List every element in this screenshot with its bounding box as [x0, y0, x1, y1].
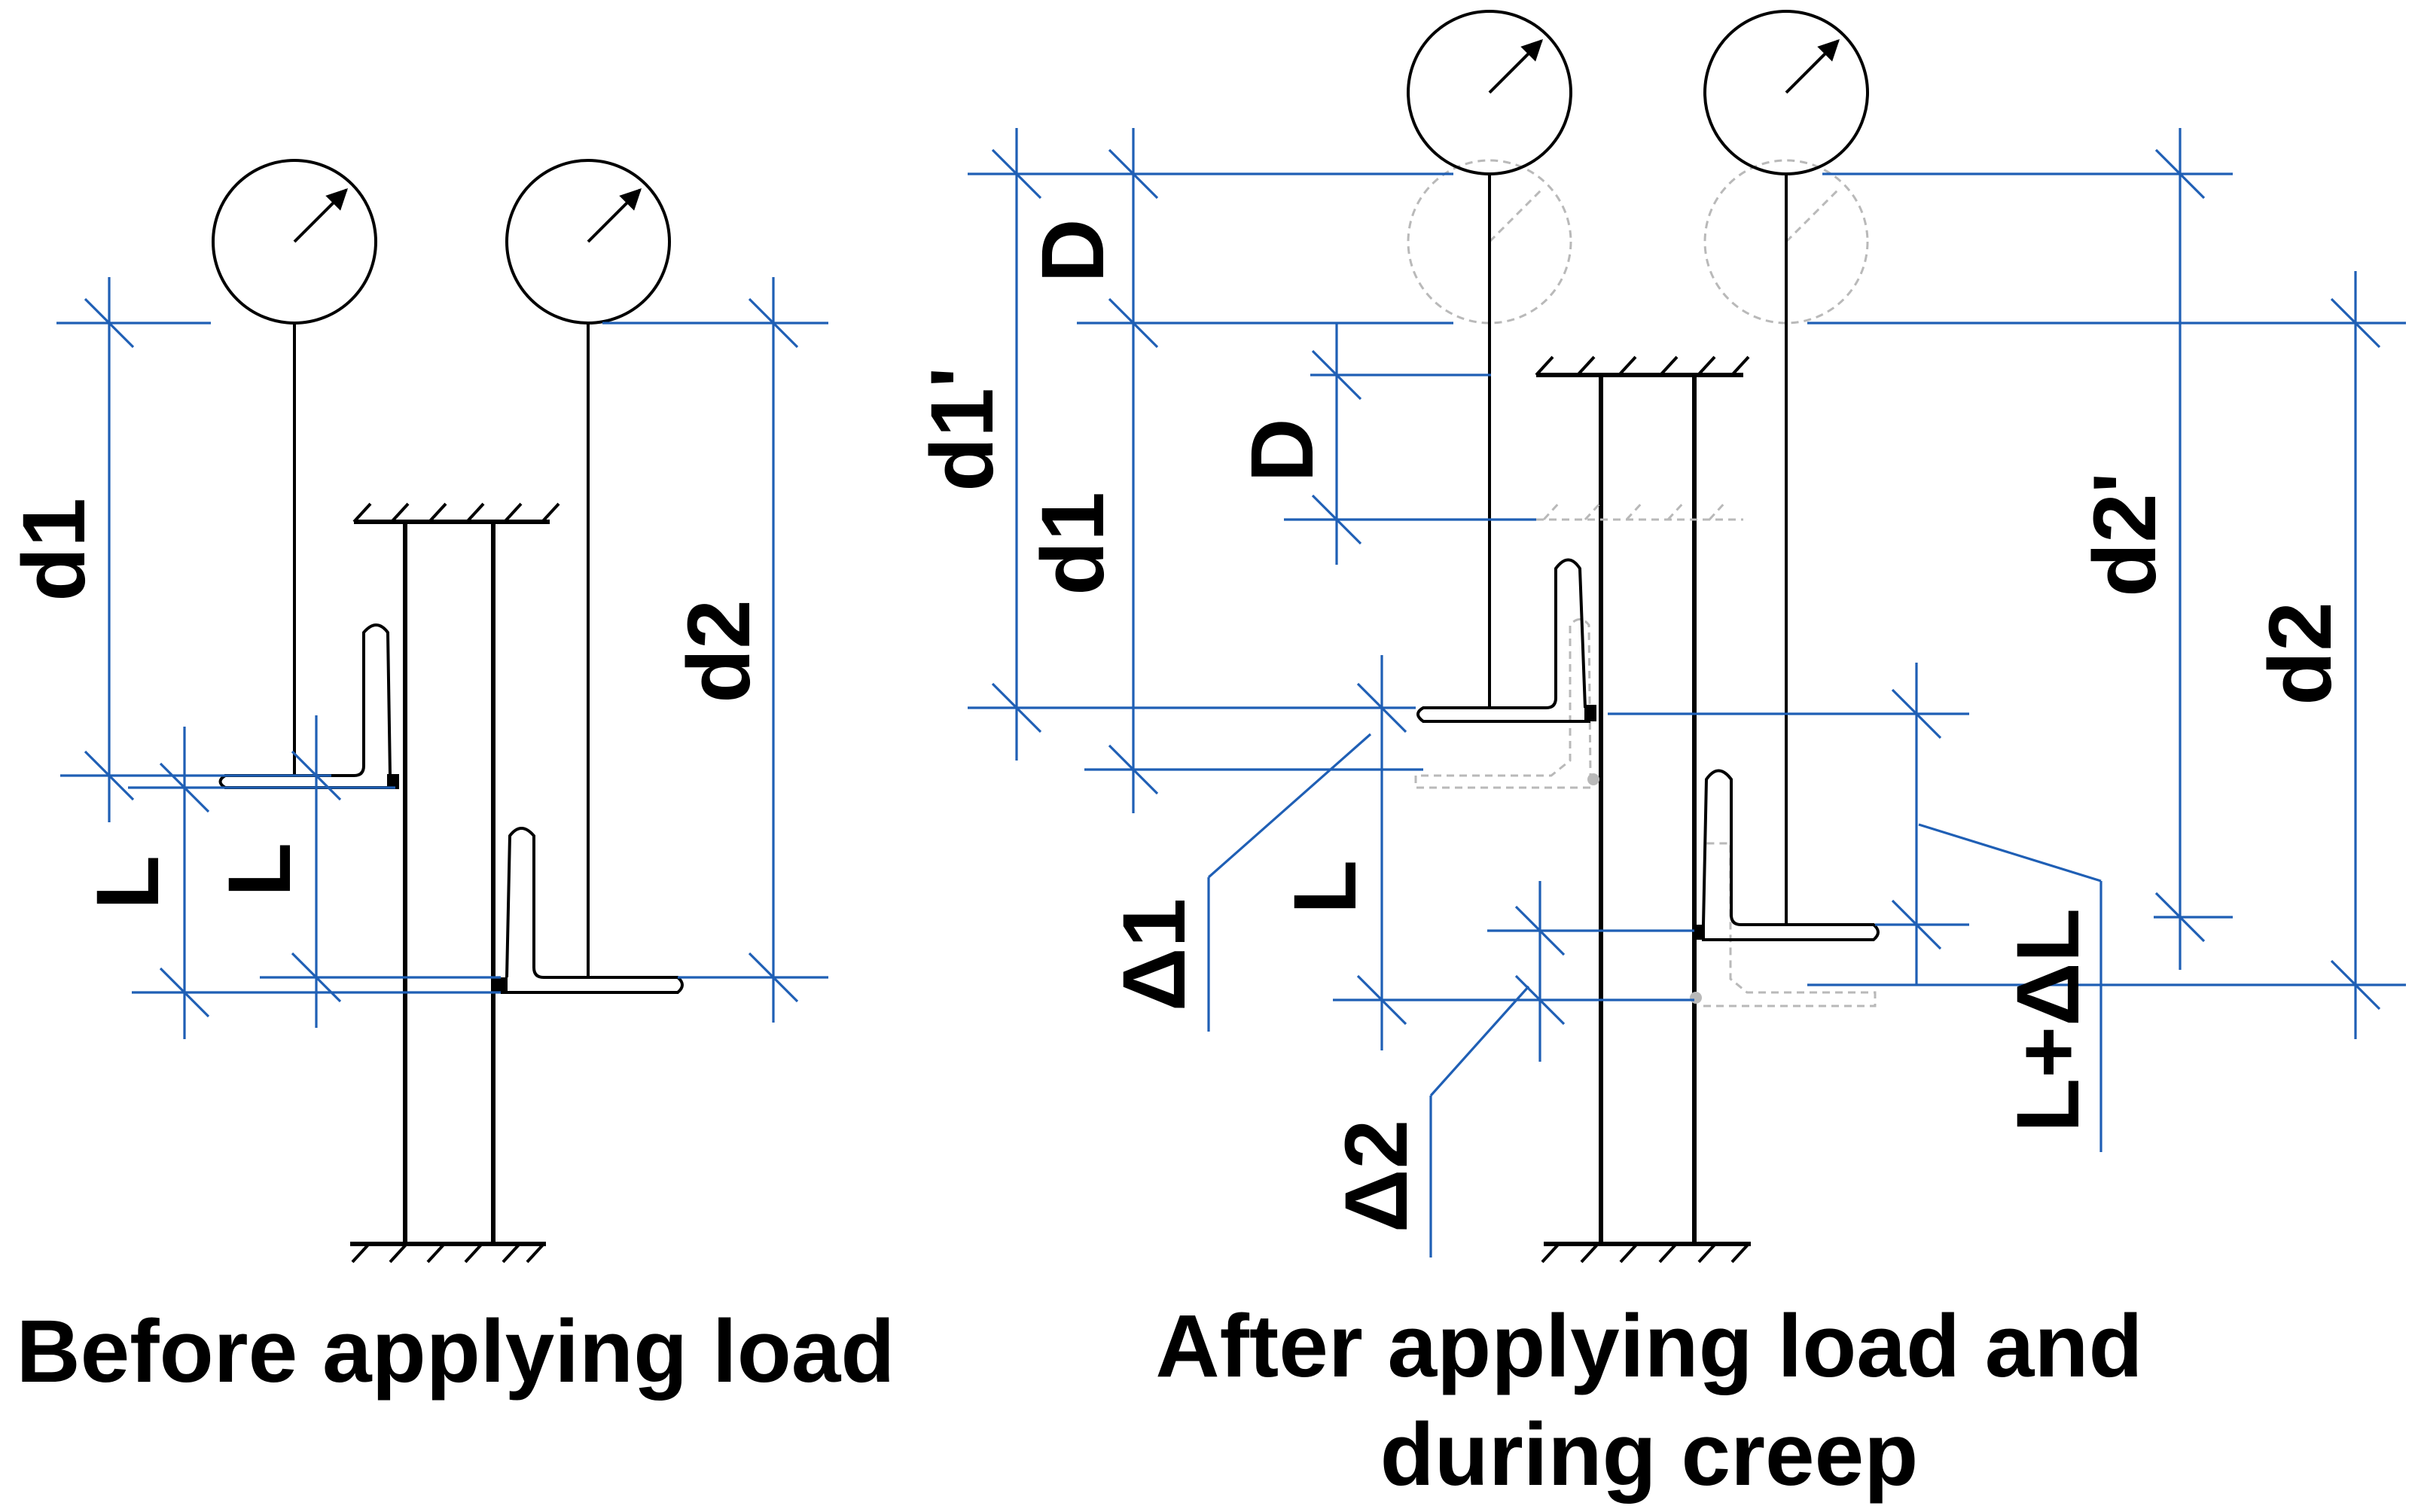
dim-label-d1: d1 — [1023, 492, 1123, 596]
dim-label-l: L — [1276, 860, 1375, 914]
before-diagram: d1 d2 L L Before applying load — [5, 159, 895, 1401]
caption-after-line2: during creep — [1380, 1405, 1919, 1504]
angle-bracket-1-right — [1416, 558, 1596, 723]
dial-gauge-2-left — [505, 159, 671, 977]
ghost-original-positions — [1407, 159, 1877, 1007]
angle-bracket-1-left — [218, 623, 399, 789]
caption-after-line1: After applying load and — [1155, 1297, 2142, 1396]
top-support-left — [352, 502, 560, 524]
dial-gauge-1-left — [212, 159, 377, 776]
dim-label-d-top: D — [1023, 218, 1123, 282]
angle-bracket-2-right — [1693, 769, 1880, 941]
dim-label-d1: d1 — [5, 498, 104, 602]
dim-label-l-plus-delta-l: L+ΔL — [1999, 908, 2098, 1132]
bottom-support-left — [350, 1242, 546, 1264]
dim-label-d-mid: D — [1233, 418, 1332, 482]
after-diagram: D D d1' d1 d2' d2 Δ1 Δ2 L L+ΔL After app… — [913, 10, 2406, 1504]
dim-label-d2: d2 — [2251, 602, 2350, 706]
dim-label-l-outer: L — [78, 855, 178, 910]
column-left — [403, 522, 495, 1244]
dial-gauge-2-right — [1703, 10, 1869, 925]
dim-label-delta1: Δ1 — [1105, 898, 1204, 1011]
bottom-support-right — [1541, 1242, 1751, 1264]
dimension-lines-right — [968, 128, 2406, 1257]
angle-bracket-2-left — [495, 827, 684, 994]
dim-label-delta2: Δ2 — [1327, 1120, 1426, 1233]
dim-label-d2: d2 — [669, 599, 769, 703]
caption-before: Before applying load — [16, 1302, 895, 1401]
dial-gauge-1-right — [1407, 10, 1572, 708]
dimension-lines-left — [56, 277, 828, 1039]
dim-label-d1-prime: d1' — [913, 367, 1012, 492]
dim-label-d2-prime: d2' — [2075, 472, 2175, 597]
top-support-right — [1535, 355, 1750, 377]
dim-label-l-inner: L — [210, 843, 309, 897]
